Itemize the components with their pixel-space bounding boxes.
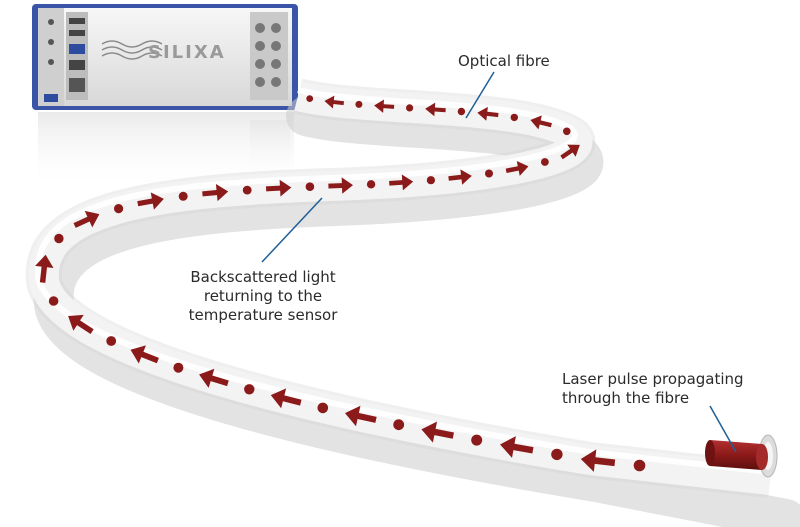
connector-icon: [271, 23, 281, 33]
dot-icon: [485, 169, 493, 178]
label-line: returning to the: [203, 287, 323, 305]
arrow-icon: [324, 95, 344, 109]
dot-icon: [317, 402, 329, 414]
dot-icon: [551, 448, 563, 461]
label-line: through the fibre: [562, 389, 690, 407]
arrow-icon: [270, 388, 302, 409]
brand-text: SILIXA: [148, 42, 226, 63]
dot-icon: [355, 100, 363, 108]
arrow-icon: [202, 184, 229, 202]
arrow-icon: [68, 314, 94, 334]
dot-icon: [114, 204, 124, 214]
arrow-icon: [137, 192, 164, 210]
arrow-icon: [328, 177, 353, 194]
dot-icon: [178, 191, 188, 201]
arrow-icon: [448, 169, 472, 185]
dot-icon: [244, 384, 255, 395]
dot-icon: [305, 182, 315, 191]
arrow-icon: [580, 449, 616, 472]
connector-icon: [271, 77, 281, 87]
arrow-icon: [345, 405, 377, 427]
io-panel: [66, 12, 88, 100]
arrow-icon: [530, 115, 552, 130]
arrow-icon: [421, 421, 454, 443]
connector-icon: [271, 59, 281, 69]
dot-icon: [393, 419, 405, 431]
arrow-icon: [73, 210, 100, 228]
interrogator-device: SILIXA: [32, 4, 298, 110]
dot-icon: [54, 233, 64, 244]
label-line: temperature sensor: [188, 306, 338, 324]
connector-icon: [271, 41, 281, 51]
arrow-icon: [505, 160, 529, 176]
arrow-icon: [560, 144, 580, 160]
connector-icon: [255, 23, 265, 33]
dot-icon: [457, 107, 466, 116]
knob-icon: [48, 19, 54, 25]
dot-icon: [563, 127, 571, 136]
device-logo: SILIXA: [101, 40, 226, 63]
dot-icon: [510, 113, 518, 122]
dot-icon: [366, 180, 376, 189]
label-laser-pulse: Laser pulse propagating through the fibr…: [562, 370, 744, 408]
fibre-shadow: [33, 96, 800, 527]
label-backscattered-light: Backscattered light returning to the tem…: [168, 268, 358, 325]
dot-icon: [48, 296, 59, 306]
leader-backscatter: [261, 197, 323, 263]
dot-icon: [426, 176, 435, 185]
leader-laser-pulse: [709, 405, 737, 453]
connector-icon: [255, 59, 265, 69]
dot-icon: [633, 459, 646, 472]
arrow-icon: [374, 99, 395, 113]
arrow-icon: [35, 254, 54, 283]
arrow-icon: [500, 436, 534, 458]
dot-icon: [242, 185, 252, 195]
backscatter-signal: [35, 95, 646, 472]
knob-icon: [48, 39, 54, 45]
arrow-icon: [265, 179, 292, 197]
device-reflection: [38, 112, 294, 192]
arrow-icon: [477, 106, 499, 121]
arrow-icon: [389, 174, 414, 191]
arrow-icon: [425, 102, 446, 117]
dot-icon: [106, 336, 117, 346]
laser-pulse-icon: [705, 440, 768, 470]
dot-icon: [471, 434, 483, 446]
connector-icon: [255, 41, 265, 51]
connector-panel: [250, 12, 288, 100]
leader-optical-fibre: [465, 71, 495, 119]
arrow-icon: [130, 345, 159, 364]
connector-icon: [255, 77, 265, 87]
power-button: [44, 94, 58, 102]
dot-icon: [173, 362, 184, 373]
dot-icon: [306, 95, 314, 102]
label-optical-fibre: Optical fibre: [458, 52, 550, 70]
label-line: Backscattered light: [190, 268, 336, 286]
dot-icon: [541, 158, 549, 166]
arrow-icon: [199, 368, 229, 388]
knob-icon: [48, 59, 54, 65]
dot-icon: [406, 104, 414, 112]
label-line: Laser pulse propagating: [562, 370, 744, 388]
